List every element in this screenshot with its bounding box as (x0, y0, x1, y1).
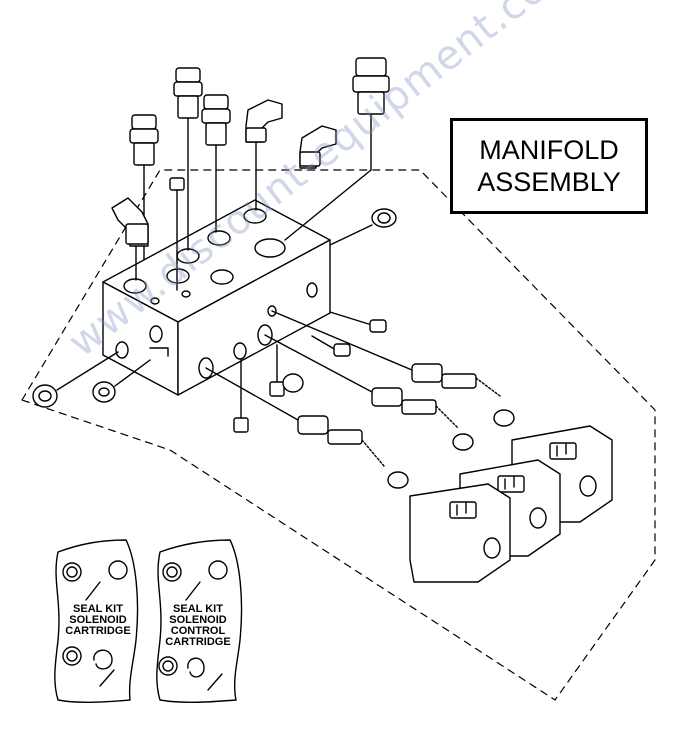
seal-kit-label-2: SEAL KIT SOLENOID CONTROL CARTRIDGE (156, 604, 240, 648)
manifold-block (102, 199, 331, 396)
plug-bottom-3 (282, 373, 304, 393)
seal-kit-1-line-1: SEAL KIT (73, 603, 123, 615)
seal-kit-1-line-2: SOLENOID (69, 614, 127, 626)
seal-kit-bag-2 (156, 539, 243, 704)
cartridge-3 (205, 367, 409, 489)
plug-front-left-1 (32, 351, 119, 408)
seal-kit-1-line-3: CARTRIDGE (65, 625, 131, 637)
plug-front-left-2 (92, 359, 151, 403)
seal-kit-label-1: SEAL KIT SOLENOID CARTRIDGE (56, 604, 140, 637)
dashed-assembly-outline (21, 169, 656, 701)
plug-bottom-2 (269, 344, 285, 397)
small-plug-1 (329, 311, 387, 333)
fitting-elbow-1 (245, 99, 283, 211)
cartridge-2 (264, 334, 474, 451)
fitting-elbow-2 (299, 125, 337, 169)
title-line-2: ASSEMBLY (477, 167, 621, 197)
fitting-straight-3 (129, 114, 159, 261)
solenoid-coil-3 (409, 483, 511, 583)
plug-bottom-1 (233, 359, 249, 433)
fitting-straight-1 (173, 67, 203, 251)
plug-small (169, 177, 185, 291)
seal-kit-bag-1 (54, 539, 139, 704)
title-line-1: MANIFOLD (479, 135, 619, 165)
seal-kit-2-line-4: CARTRIDGE (165, 636, 231, 648)
seal-kit-2-line-3: CONTROL (170, 625, 226, 637)
fitting-straight-2 (201, 94, 231, 233)
plug-right-top (329, 208, 397, 246)
cartridge-1 (271, 310, 515, 427)
title-box: MANIFOLD ASSEMBLY (450, 118, 648, 214)
fitting-straight-4 (284, 57, 390, 241)
seal-kit-2-line-1: SEAL KIT (173, 603, 223, 615)
seal-kit-2-line-2: SOLENOID (169, 614, 227, 626)
fitting-elbow-3 (111, 197, 149, 281)
small-plug-2 (311, 335, 351, 357)
